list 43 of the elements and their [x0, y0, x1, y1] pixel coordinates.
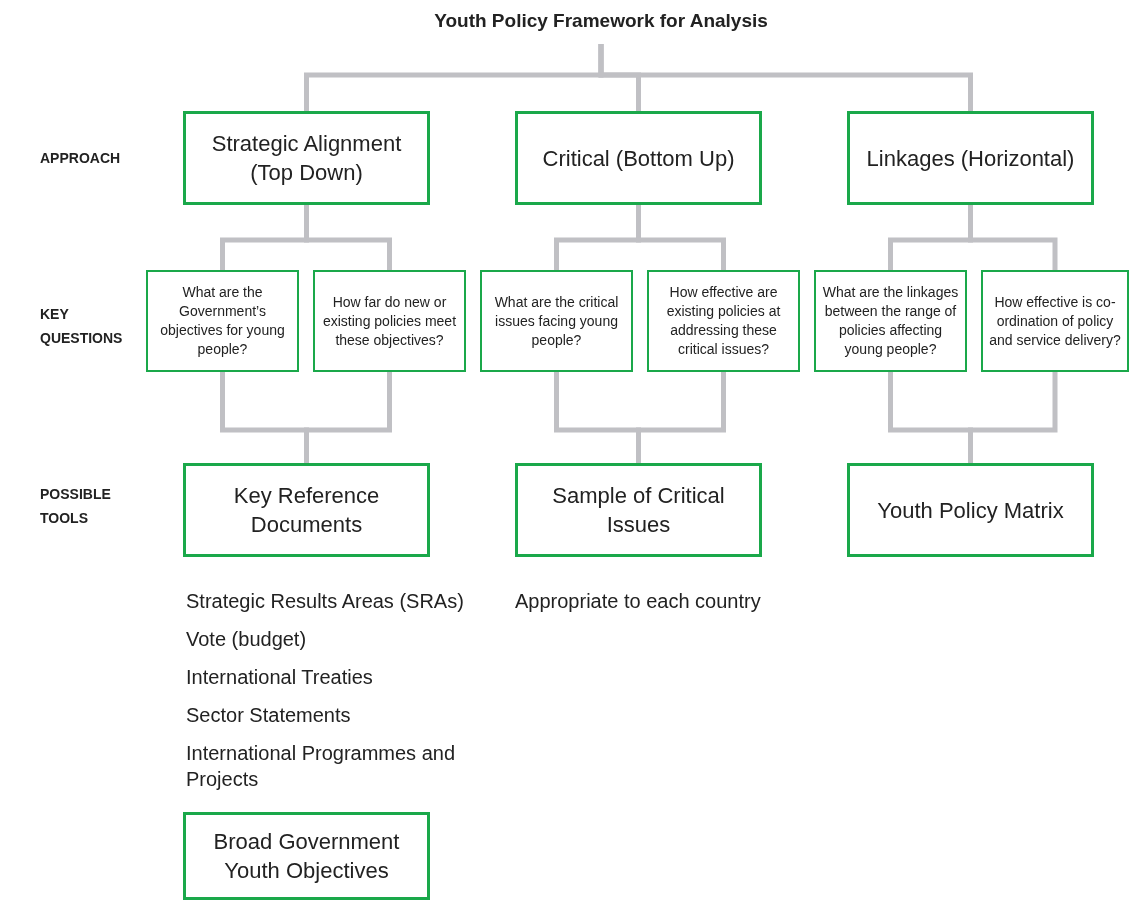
box-text: Broad Government Youth Objectives [212, 828, 401, 885]
list-item-text: Strategic Results Areas (SRAs) [186, 590, 464, 612]
connector-line [304, 205, 392, 270]
framework-box [183, 812, 430, 900]
framework-box [515, 111, 762, 205]
list-item-text: International Programmes and Projects [186, 742, 456, 790]
box-text: Key Reference Documents [232, 482, 381, 539]
framework-box [183, 111, 430, 205]
box-text: Strategic Alignment (Top Down) [210, 130, 403, 187]
box-text: Sample of Critical Issues [551, 482, 726, 539]
list-item-text: International Treaties [186, 666, 373, 688]
connector-line [304, 372, 392, 463]
framework-box [847, 463, 1094, 557]
box-text: Critical (Bottom Up) [542, 144, 735, 173]
connector-line [968, 372, 1058, 463]
box-text: What are the linkages between the range of policies affecting young people? [821, 283, 960, 359]
box-text: How far do new or existing policies meet these objectives? [321, 292, 458, 350]
connector-line [636, 372, 726, 463]
connector-line [598, 44, 973, 111]
connector-line [636, 205, 726, 270]
row-label: KEY QUESTIONS [40, 306, 123, 346]
list-item-text: Sector Statements [186, 704, 351, 726]
box-text: What are the Government’s objectives for young people? [159, 283, 286, 359]
framework-box [183, 463, 430, 557]
box-text: What are the critical issues facing young people? [493, 292, 620, 350]
question-box [981, 270, 1129, 372]
framework-box [515, 463, 762, 557]
connector-line [968, 205, 1058, 270]
framework-box [847, 111, 1094, 205]
row-label: POSSIBLE TOOLS [40, 486, 111, 526]
row-label: APPROACH [40, 150, 121, 166]
box-text: Linkages (Horizontal) [866, 144, 1075, 173]
question-box [647, 270, 800, 372]
list-item-text: Vote (budget) [186, 628, 307, 650]
list-item-text: Appropriate to each country [515, 590, 761, 612]
box-text: Youth Policy Matrix [877, 496, 1064, 525]
box-text: How effective are existing policies at addressing these critical issues? [665, 283, 782, 359]
box-text: How effective is co-ordination of policy and service delivery? [988, 292, 1122, 350]
question-box [313, 270, 466, 372]
heading-label: Youth Policy Framework for Analysis [434, 8, 768, 33]
question-box [146, 270, 299, 372]
question-box [814, 270, 967, 372]
question-box [480, 270, 633, 372]
